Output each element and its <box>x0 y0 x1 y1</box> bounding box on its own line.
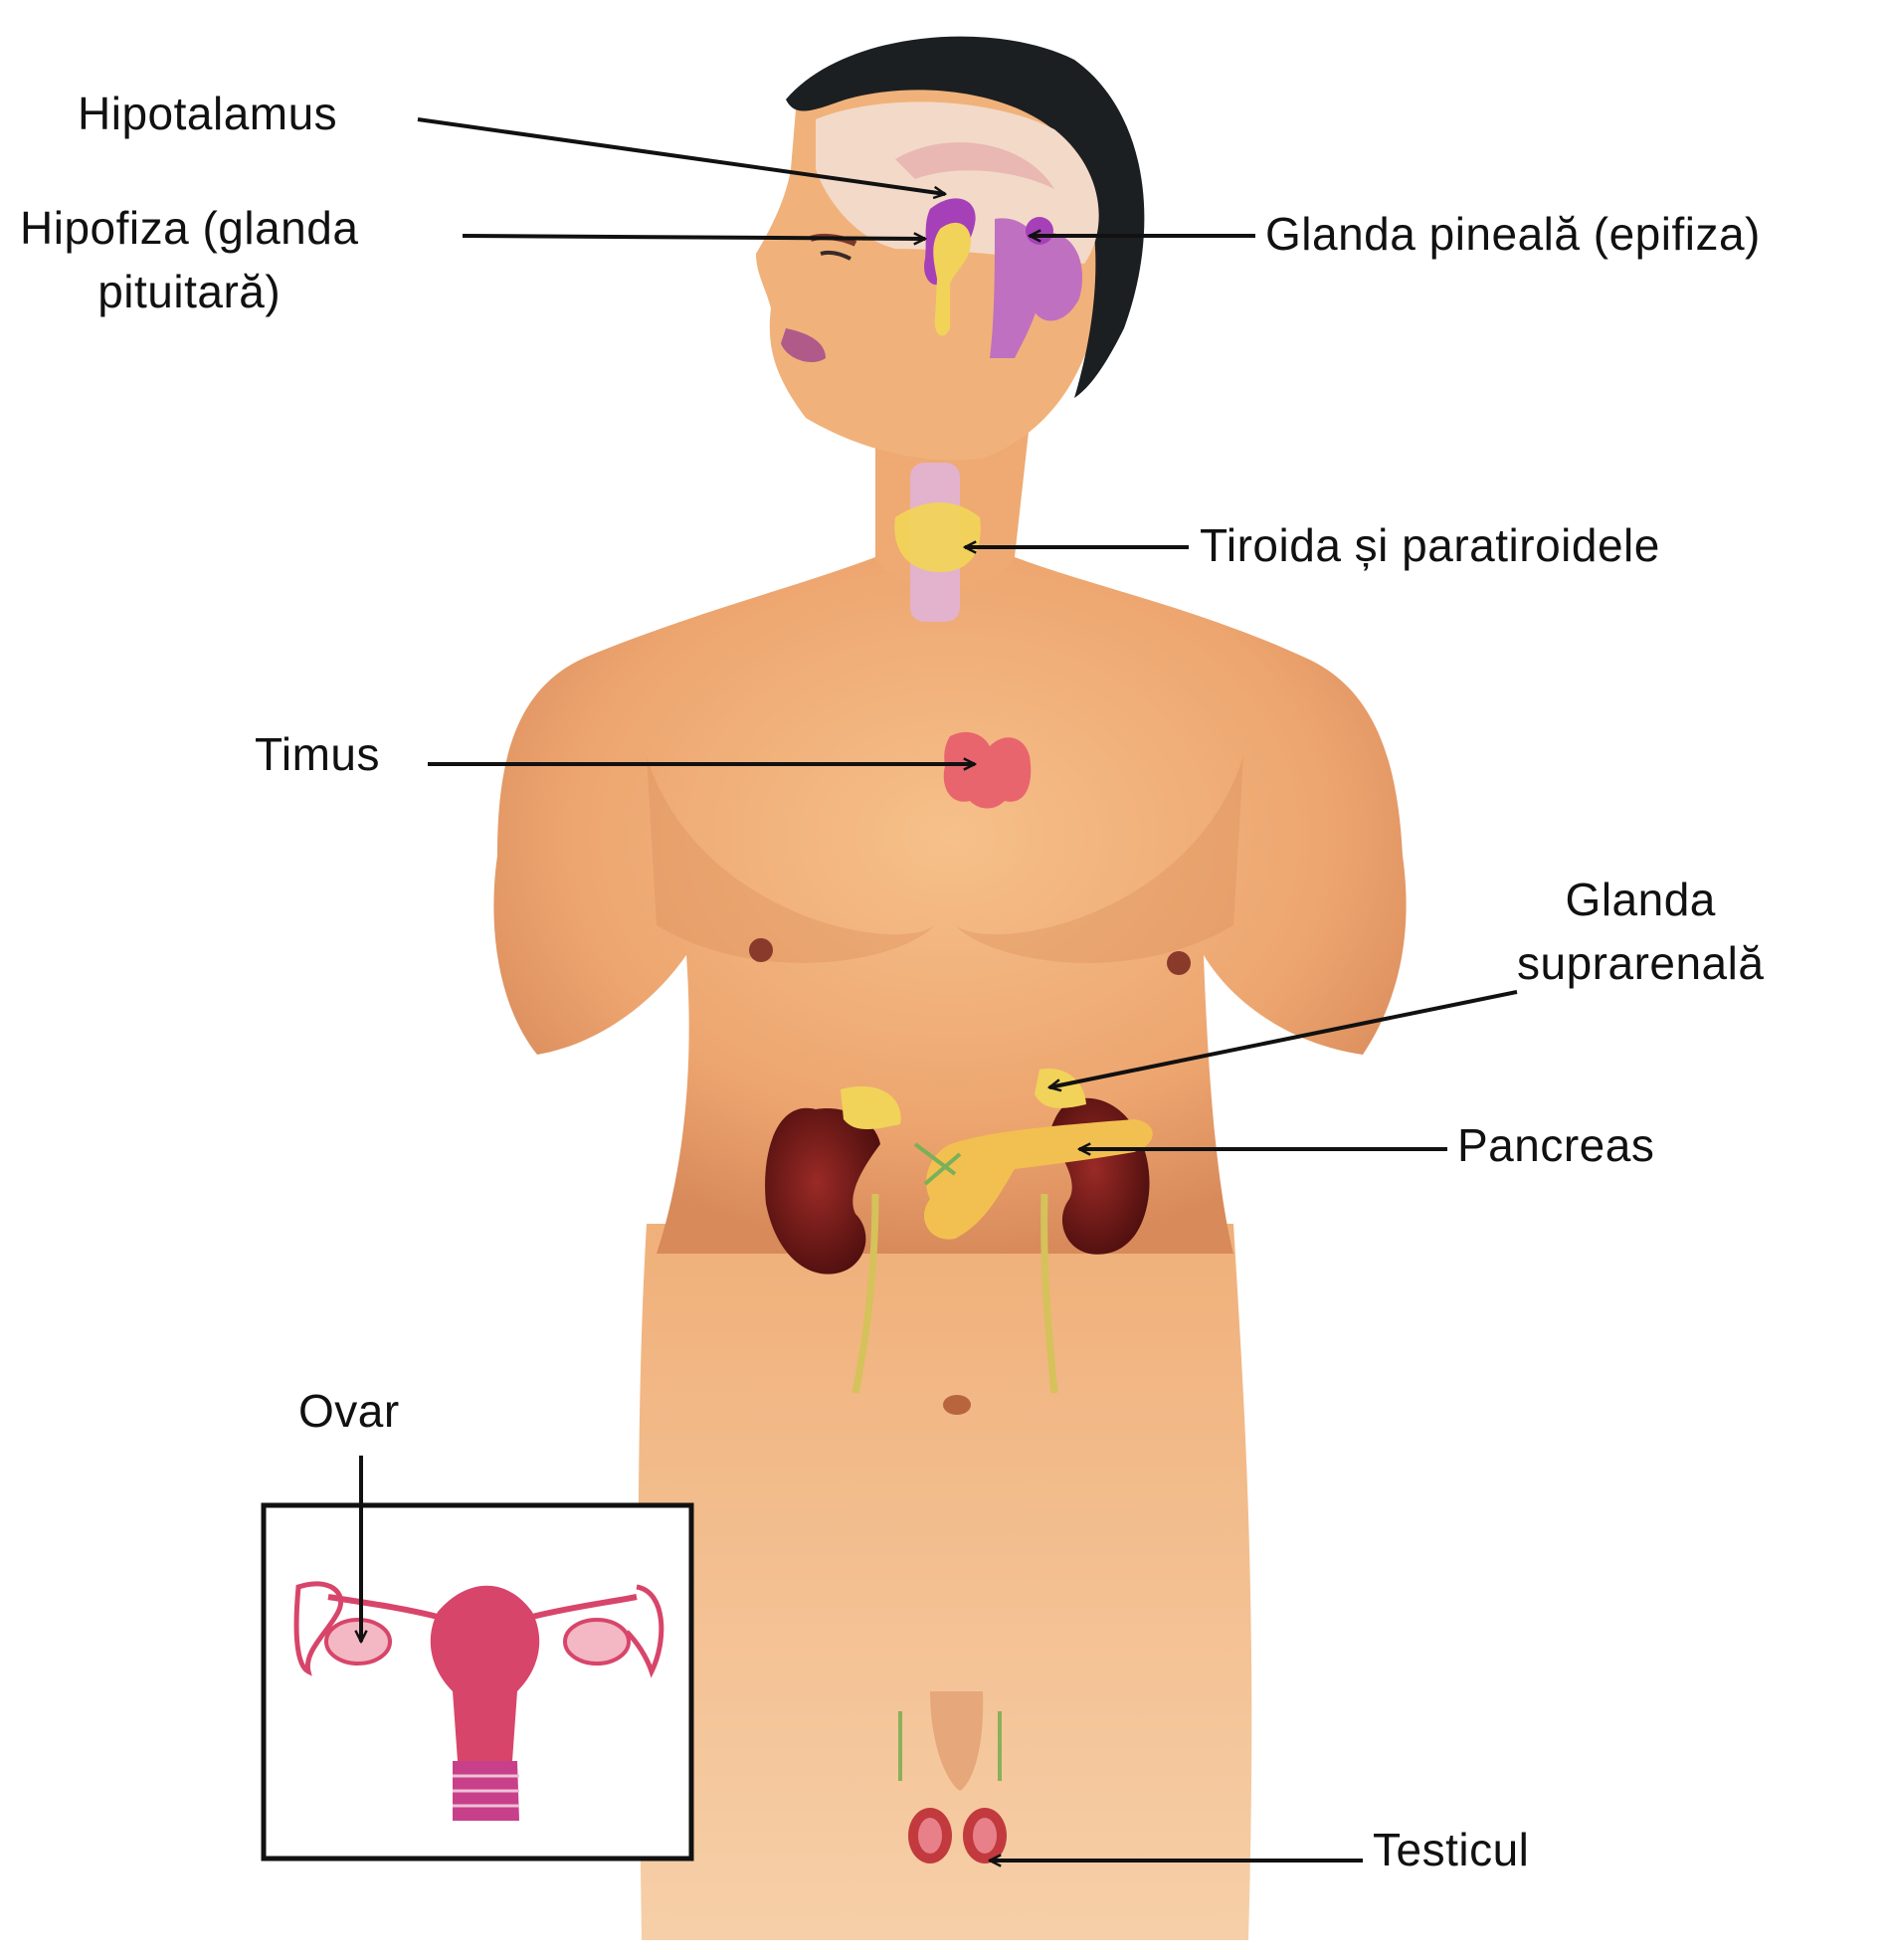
label-tiroida: Tiroida și paratiroidele <box>1200 519 1660 571</box>
uterus <box>430 1585 540 1761</box>
label-testicul: Testicul <box>1373 1824 1530 1875</box>
adrenal-left <box>841 1085 901 1129</box>
pineal-gland <box>1026 217 1053 245</box>
leader-hipotalamus <box>417 117 945 194</box>
label-timus: Timus <box>255 728 381 780</box>
leader-suprarenala <box>1049 990 1518 1087</box>
label-suprarenala: Glanda suprarenală <box>1517 868 1764 995</box>
lower-torso <box>638 1224 1252 1940</box>
label-hipofiza-line2: pituitară) <box>97 266 282 317</box>
hypothalamus <box>933 222 971 336</box>
kidney-left <box>765 1107 880 1274</box>
label-hipofiza-line1: Hipofiza (glanda <box>20 202 359 254</box>
thymus <box>943 731 1032 809</box>
label-hipofiza: Hipofiza (glanda pituitară) <box>20 196 358 323</box>
label-hipotalamus: Hipotalamus <box>78 88 338 139</box>
cerebellum <box>1030 232 1082 321</box>
brainstem <box>990 218 1044 358</box>
torso <box>493 557 1407 1254</box>
label-pineala: Glanda pineală (epifiza) <box>1265 208 1761 260</box>
label-suprarenala-line1: Glanda <box>1565 874 1716 925</box>
label-suprarenala-line2: suprarenală <box>1517 937 1765 989</box>
hair <box>786 36 1145 399</box>
label-pancreas: Pancreas <box>1457 1119 1655 1171</box>
thyroid-gland <box>894 502 981 572</box>
leader-lines <box>361 117 1518 1861</box>
label-ovar: Ovar <box>298 1385 400 1437</box>
leader-hipofiza <box>462 236 925 239</box>
ovary-left <box>293 1581 343 1676</box>
